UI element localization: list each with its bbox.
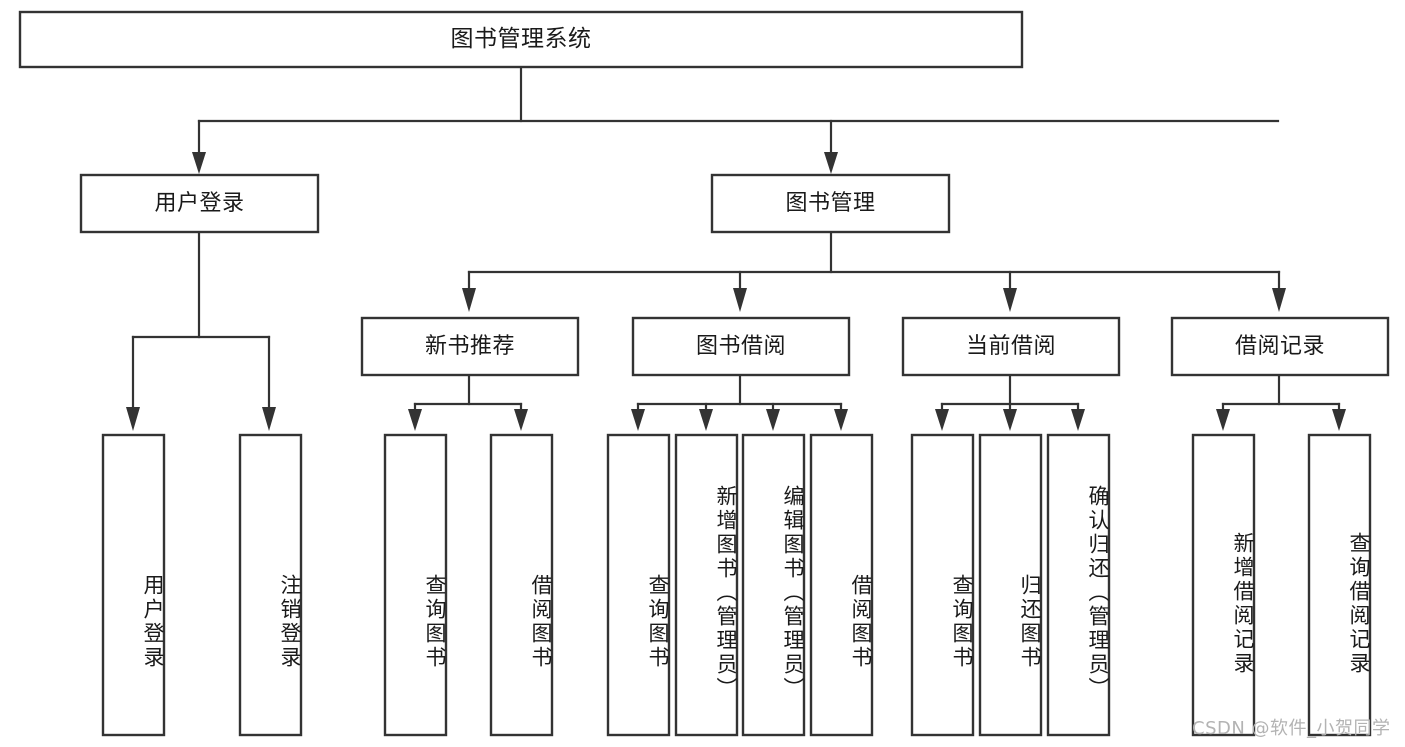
node-box-leaf-book-borrow-0[interactable] bbox=[606, 433, 671, 737]
node-box-user-login[interactable] bbox=[79, 173, 320, 234]
connector-book-borrow-to-leaves bbox=[631, 374, 848, 431]
node-box-leaf-borrow-record-0[interactable] bbox=[1191, 433, 1256, 737]
node-box-book-management[interactable] bbox=[710, 173, 951, 234]
connector-new-book-to-leaves bbox=[408, 374, 528, 431]
node-box-leaf-user-login-0[interactable] bbox=[101, 433, 166, 737]
node-box-book-borrow[interactable] bbox=[631, 316, 851, 377]
node-box-leaf-book-borrow-1[interactable] bbox=[674, 433, 739, 737]
node-box-leaf-book-borrow-2[interactable] bbox=[741, 433, 806, 737]
node-box-leaf-new-book-1[interactable] bbox=[489, 433, 554, 737]
connector-borrow-record-to-leaves bbox=[1216, 374, 1346, 431]
node-box-root[interactable] bbox=[18, 10, 1024, 69]
connector-user-login-to-leaves bbox=[126, 230, 276, 431]
connector-book-mgmt-to-level3 bbox=[462, 230, 1286, 312]
connector-current-borrow-to-leaves bbox=[935, 374, 1085, 431]
node-box-leaf-current-borrow-2[interactable] bbox=[1046, 433, 1111, 737]
node-box-leaf-current-borrow-0[interactable] bbox=[910, 433, 975, 737]
node-box-borrow-record[interactable] bbox=[1170, 316, 1390, 377]
node-box-leaf-borrow-record-1[interactable] bbox=[1307, 433, 1372, 737]
node-box-current-borrow[interactable] bbox=[901, 316, 1121, 377]
connector-root-to-level2 bbox=[192, 66, 1280, 174]
node-box-leaf-current-borrow-1[interactable] bbox=[978, 433, 1043, 737]
node-box-new-book-recommend[interactable] bbox=[360, 316, 580, 377]
node-box-leaf-book-borrow-3[interactable] bbox=[809, 433, 874, 737]
node-box-leaf-user-login-1[interactable] bbox=[238, 433, 303, 737]
node-box-leaf-new-book-0[interactable] bbox=[383, 433, 448, 737]
